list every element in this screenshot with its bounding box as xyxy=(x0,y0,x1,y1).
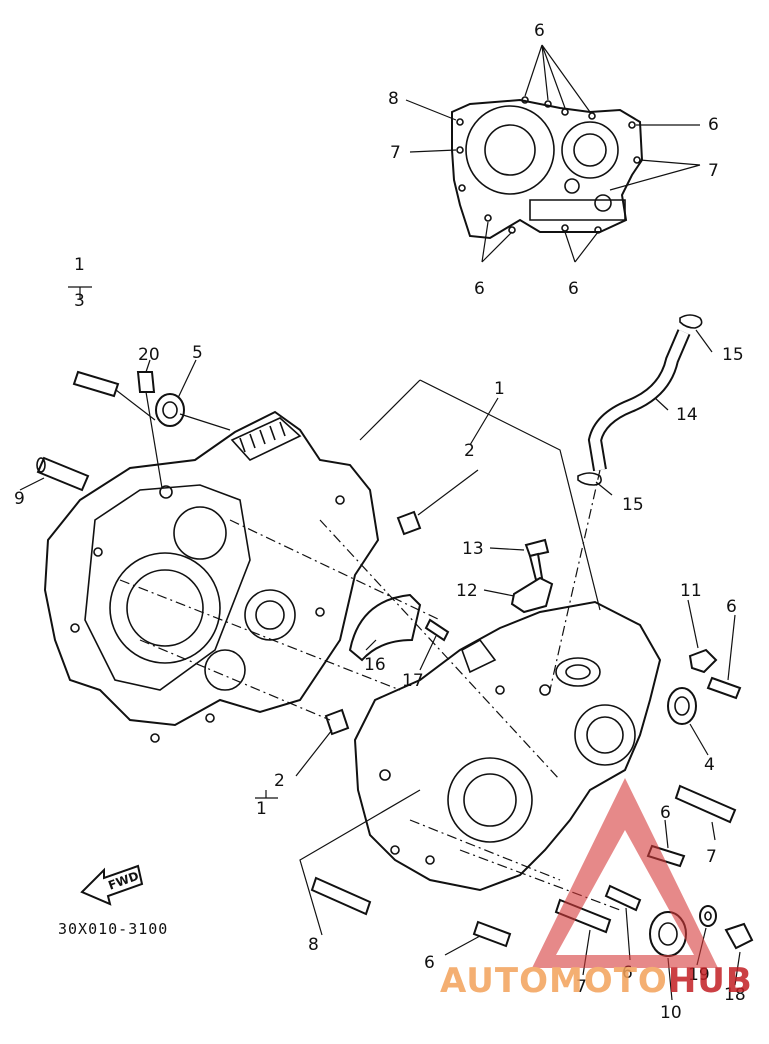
callout-5: 5 xyxy=(192,343,203,363)
hose-clamp-12 xyxy=(510,576,554,614)
callout-top-7b: 7 xyxy=(708,161,719,181)
clamp-11 xyxy=(688,648,718,674)
watermark-word-hub: HUB xyxy=(668,961,753,1001)
part-code: 30X010-3100 xyxy=(58,920,168,938)
callout-14: 14 xyxy=(676,405,698,425)
callout-15-top: 15 xyxy=(722,345,744,365)
callout-11: 11 xyxy=(680,581,702,601)
callout-4: 4 xyxy=(704,755,715,775)
bolt-6-bottom-right xyxy=(604,884,642,912)
callout-3: 3 xyxy=(74,291,85,311)
breather-plate-16 xyxy=(348,593,422,662)
callout-1: 1 xyxy=(494,379,505,399)
callout-ref-1-bottom: 1 xyxy=(256,799,267,819)
dowel-2-lower xyxy=(324,708,350,736)
callout-6-right: 6 xyxy=(726,597,737,617)
leader-lines xyxy=(19,286,741,1001)
callout-18: 18 xyxy=(724,985,746,1005)
left-crankcase xyxy=(43,410,380,743)
svg-text:AUTOMOTOHUB: AUTOMOTOHUB xyxy=(440,961,753,1001)
right-crankcase xyxy=(353,600,662,892)
callout-20: 20 xyxy=(138,345,160,365)
breather-hose-14 xyxy=(587,329,691,472)
forward-arrow-icon: FWD xyxy=(80,864,144,906)
callout-10: 10 xyxy=(660,1003,682,1023)
callout-12: 12 xyxy=(456,581,478,601)
drain-plug-20 xyxy=(136,371,163,489)
dowel-2-upper xyxy=(396,510,422,536)
callout-17: 17 xyxy=(402,671,424,691)
callout-top-6c: 6 xyxy=(474,279,485,299)
callout-top-6a: 6 xyxy=(534,21,545,41)
watermark-triangle-icon xyxy=(532,778,718,968)
hose-clip-15-mid xyxy=(577,472,602,486)
oil-seal-4 xyxy=(667,687,697,725)
callout-13: 13 xyxy=(462,539,484,559)
callout-6-bottom: 6 xyxy=(424,953,435,973)
watermark-word-automoto: AUTOMOTO xyxy=(440,961,668,1001)
callout-top-6d: 6 xyxy=(568,279,579,299)
automotohub-watermark: AUTOMOTOHUB xyxy=(440,778,753,1001)
drain-bolt-18 xyxy=(724,922,754,950)
callout-labels: 6 8 6 7 7 6 6 1 3 20 5 9 1 2 15 14 15 13… xyxy=(14,21,746,1023)
crankcase-face-view xyxy=(405,44,701,263)
callout-19: 19 xyxy=(688,965,710,985)
washer-19 xyxy=(699,905,717,927)
callout-2-bottom: 2 xyxy=(274,771,285,791)
bolt-7-right xyxy=(674,784,737,824)
callout-9: 9 xyxy=(14,489,25,509)
callout-6-bottom-b: 6 xyxy=(622,963,633,983)
callout-7-bottom: 7 xyxy=(576,977,587,997)
oil-seal-5 xyxy=(155,393,231,431)
bolt-6-right xyxy=(706,676,742,700)
bolt-13 xyxy=(524,538,550,582)
callout-top-6b: 6 xyxy=(708,115,719,135)
alignment-lines xyxy=(119,469,621,911)
bolt-8 xyxy=(310,876,372,916)
hose-clip-15-top xyxy=(679,314,703,329)
dowel-pin-3 xyxy=(72,370,156,421)
callout-6-mid: 6 xyxy=(660,803,671,823)
dowel-pin-9 xyxy=(36,456,90,492)
callout-top-7a: 7 xyxy=(390,143,401,163)
callout-top-8: 8 xyxy=(388,89,399,109)
callout-8: 8 xyxy=(308,935,319,955)
callout-16: 16 xyxy=(364,655,386,675)
callout-2-top: 2 xyxy=(464,441,475,461)
screw-17 xyxy=(424,618,450,642)
callout-ref-1-top: 1 xyxy=(74,255,85,275)
callout-15-mid: 15 xyxy=(622,495,644,515)
callout-7-right: 7 xyxy=(706,847,717,867)
bolt-6-bottom xyxy=(472,920,512,948)
